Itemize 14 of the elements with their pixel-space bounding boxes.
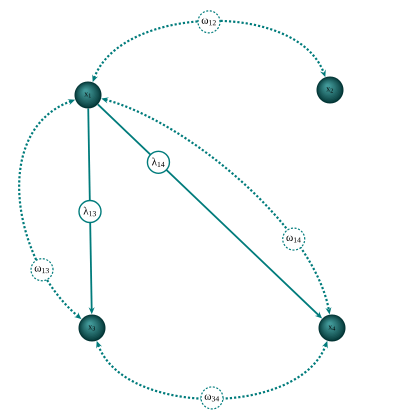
sphere-node bbox=[78, 314, 106, 342]
sphere-node bbox=[74, 82, 102, 108]
edge-label: λ$_{14}$ bbox=[146, 150, 170, 174]
node-label: x$_{4}$ bbox=[328, 326, 336, 330]
edge-label: ω$_{13}$ bbox=[30, 258, 54, 282]
edge-label: λ$_{13}$ bbox=[78, 200, 102, 224]
edge-label: ω$_{14}$ bbox=[282, 227, 306, 251]
edge-label: ω$_{34}$ bbox=[200, 386, 224, 410]
edge-label: ω$_{12}$ bbox=[197, 10, 221, 34]
node-label: x$_{2}$ bbox=[326, 88, 333, 92]
sphere-node bbox=[316, 76, 344, 104]
sphere-node bbox=[318, 314, 346, 342]
node-label: x$_{1}$ bbox=[84, 92, 91, 98]
node-label: x$_{3}$ bbox=[88, 326, 96, 330]
